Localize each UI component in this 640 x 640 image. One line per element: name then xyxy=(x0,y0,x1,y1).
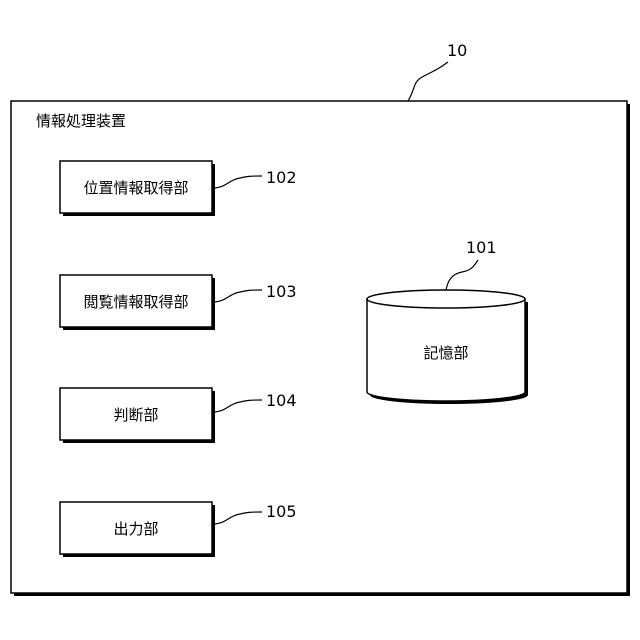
unit-label: 位置情報取得部 xyxy=(83,179,188,197)
unit-label: 出力部 xyxy=(113,520,158,538)
unit-label: 判断部 xyxy=(113,406,158,424)
storage-label: 記憶部 xyxy=(423,344,468,362)
device-title: 情報処理装置 xyxy=(36,112,126,130)
storage-cylinder: 記憶部 xyxy=(367,290,528,404)
device-ref-number: 10 xyxy=(447,41,467,60)
device-ref-leader xyxy=(408,62,448,101)
unit-ref-number: 104 xyxy=(266,391,297,410)
storage-ref-number: 101 xyxy=(466,238,497,257)
unit-label: 閲覧情報取得部 xyxy=(83,293,188,311)
unit-box-position-acquisition: 位置情報取得部 xyxy=(60,161,215,216)
unit-box-output: 出力部 xyxy=(60,502,215,557)
unit-box-judgment: 判断部 xyxy=(60,388,215,443)
unit-ref-number: 105 xyxy=(266,502,297,521)
unit-ref-number: 102 xyxy=(266,168,297,187)
unit-box-browsing-acquisition: 閲覧情報取得部 xyxy=(60,275,215,330)
unit-ref-number: 103 xyxy=(266,282,297,301)
